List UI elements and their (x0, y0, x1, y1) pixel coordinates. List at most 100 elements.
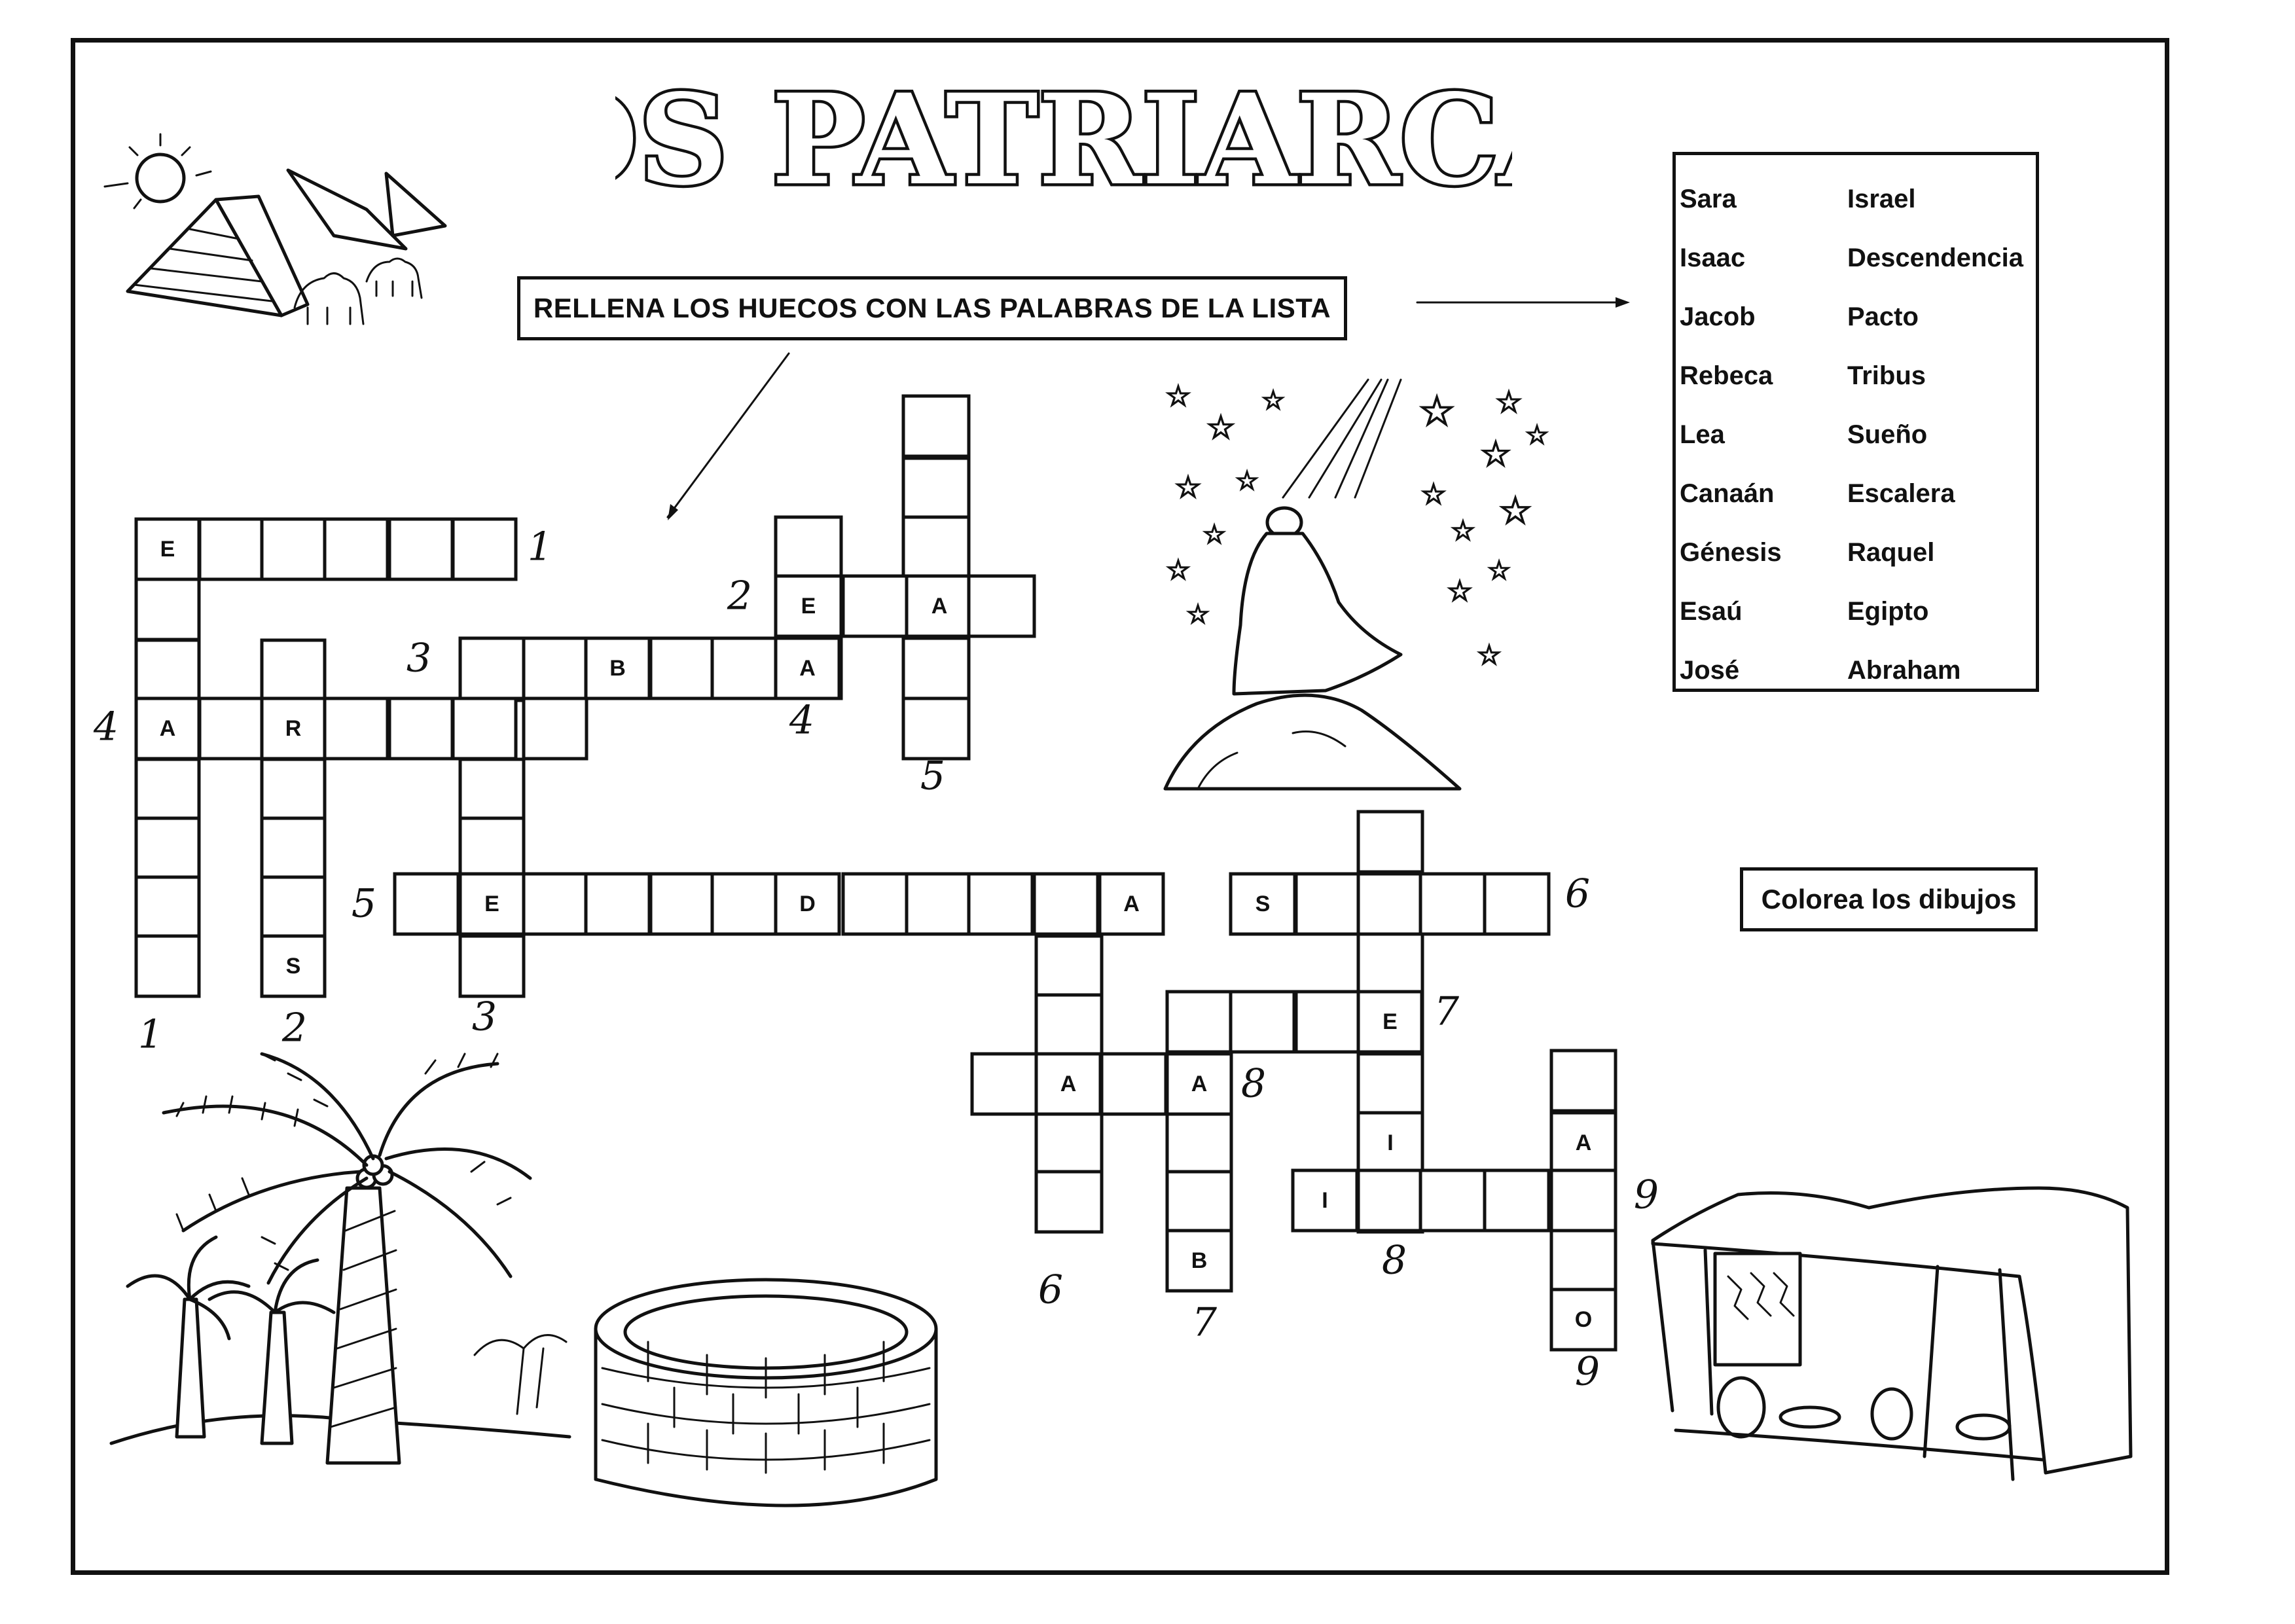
svg-text:☆: ☆ (1261, 386, 1285, 415)
crossword-letter: S (286, 954, 301, 979)
crossword-cell[interactable] (393, 872, 460, 936)
crossword-cell[interactable] (1229, 872, 1297, 936)
crossword-cell[interactable] (522, 872, 589, 936)
crossword-cell[interactable] (1419, 872, 1487, 936)
crossword-letter: B (1191, 1248, 1208, 1273)
crossword-cell[interactable] (710, 872, 778, 936)
crossword-cell[interactable] (1356, 1111, 1424, 1175)
clue-number-across: 4 (93, 704, 118, 750)
crossword-cell[interactable] (260, 875, 327, 939)
crossword-cell[interactable] (1356, 1052, 1424, 1116)
crossword-cell[interactable] (260, 638, 327, 702)
crossword-cell[interactable] (901, 696, 971, 761)
crossword-cell[interactable] (1291, 1168, 1359, 1233)
crossword-cell[interactable] (1549, 1168, 1617, 1233)
crossword-cell[interactable] (451, 696, 518, 761)
crossword-cell[interactable] (1098, 872, 1165, 936)
crossword-cell[interactable] (134, 757, 201, 821)
crossword-letter: A (1123, 892, 1140, 916)
crossword-letter: A (931, 594, 948, 619)
crossword-cell[interactable] (1165, 1052, 1233, 1116)
crossword-cell[interactable] (967, 574, 1036, 638)
arrow-icon (666, 352, 790, 520)
crossword-cell[interactable] (1032, 872, 1100, 936)
crossword-cell[interactable] (967, 872, 1034, 936)
crossword-cell[interactable] (1549, 1288, 1617, 1352)
crossword-cell[interactable] (458, 757, 526, 821)
crossword-cell[interactable] (774, 636, 841, 700)
word-item: Isaac (1680, 244, 1746, 272)
crossword-cell[interactable] (1294, 990, 1362, 1054)
crossword-cell[interactable] (1229, 990, 1296, 1054)
crossword-cell[interactable] (774, 574, 843, 638)
crossword-cell[interactable] (841, 872, 909, 936)
crossword-cell[interactable] (1356, 1168, 1424, 1233)
crossword-cell[interactable] (260, 816, 327, 880)
crossword-cell[interactable] (134, 875, 201, 939)
crossword-cell[interactable] (1165, 1170, 1233, 1234)
crossword-cell[interactable] (1165, 990, 1233, 1054)
svg-text:☆: ☆ (1525, 421, 1549, 450)
crossword-cell[interactable] (1034, 1052, 1102, 1116)
crossword-cell[interactable] (774, 515, 843, 579)
crossword-cell[interactable] (1483, 872, 1551, 936)
crossword-cell[interactable] (1034, 934, 1104, 998)
crossword-cell[interactable] (1549, 1229, 1617, 1293)
crossword-cell[interactable] (1034, 1111, 1104, 1175)
crossword-cell[interactable] (198, 696, 264, 761)
crossword-cell[interactable] (901, 515, 971, 579)
crossword-cell[interactable] (1100, 1052, 1168, 1116)
crossword-cell[interactable] (388, 517, 454, 581)
crossword-cell[interactable] (841, 574, 911, 638)
crossword-cell[interactable] (1356, 872, 1424, 936)
clue-number-across: 7 (1434, 989, 1460, 1035)
svg-text:☆: ☆ (1495, 385, 1522, 419)
crossword-cell[interactable] (134, 696, 201, 761)
crossword-cell[interactable] (458, 816, 526, 880)
crossword-cell[interactable] (1034, 993, 1104, 1057)
crossword-cell[interactable] (901, 456, 971, 520)
crossword-cell[interactable] (260, 934, 327, 998)
crossword-cell[interactable] (649, 872, 716, 936)
color-instruction-box: Colorea los dibujos (1740, 867, 2038, 931)
crossword-cell[interactable] (134, 577, 201, 641)
crossword-cell[interactable] (710, 636, 778, 700)
crossword-cell[interactable] (649, 636, 716, 700)
crossword-cell[interactable] (134, 816, 201, 880)
crossword-cell[interactable] (323, 696, 389, 761)
crossword-cell[interactable] (260, 757, 327, 821)
crossword-cell[interactable] (774, 872, 841, 936)
crossword-cell[interactable] (1165, 1229, 1233, 1293)
crossword-cell[interactable] (451, 517, 518, 581)
crossword-cell[interactable] (1356, 810, 1424, 874)
crossword-cell[interactable] (522, 636, 589, 700)
crossword-cell[interactable] (323, 517, 389, 581)
svg-text:☆: ☆ (1174, 470, 1201, 504)
crossword-cell[interactable] (584, 872, 651, 936)
crossword-cell[interactable] (260, 696, 327, 761)
crossword-cell[interactable] (198, 517, 264, 581)
crossword-cell[interactable] (1165, 1111, 1233, 1175)
crossword-cell[interactable] (1356, 990, 1424, 1054)
crossword-cell[interactable] (1294, 872, 1362, 936)
crossword-cell[interactable] (260, 517, 327, 581)
crossword-cell[interactable] (134, 638, 201, 702)
clue-number-down: 4 (789, 698, 814, 744)
word-item: Esaú (1680, 597, 1743, 626)
crossword-cell[interactable] (1356, 931, 1424, 995)
crossword-cell[interactable] (134, 934, 201, 998)
crossword-cell[interactable] (1483, 1168, 1551, 1233)
crossword-cell[interactable] (905, 872, 972, 936)
crossword-cell[interactable] (1034, 1170, 1104, 1234)
crossword-letter: E (1382, 1009, 1398, 1034)
crossword-cell[interactable] (522, 696, 588, 761)
crossword-cell[interactable] (901, 394, 971, 458)
crossword-cell[interactable] (901, 636, 971, 700)
crossword-cell[interactable] (458, 934, 526, 998)
crossword-cell[interactable] (1549, 1049, 1617, 1113)
crossword-cell[interactable] (970, 1052, 1038, 1116)
crossword-cell[interactable] (388, 696, 454, 761)
crossword-cell[interactable] (458, 636, 526, 700)
svg-text:☆: ☆ (1165, 380, 1191, 412)
crossword-cell[interactable] (1419, 1168, 1487, 1233)
